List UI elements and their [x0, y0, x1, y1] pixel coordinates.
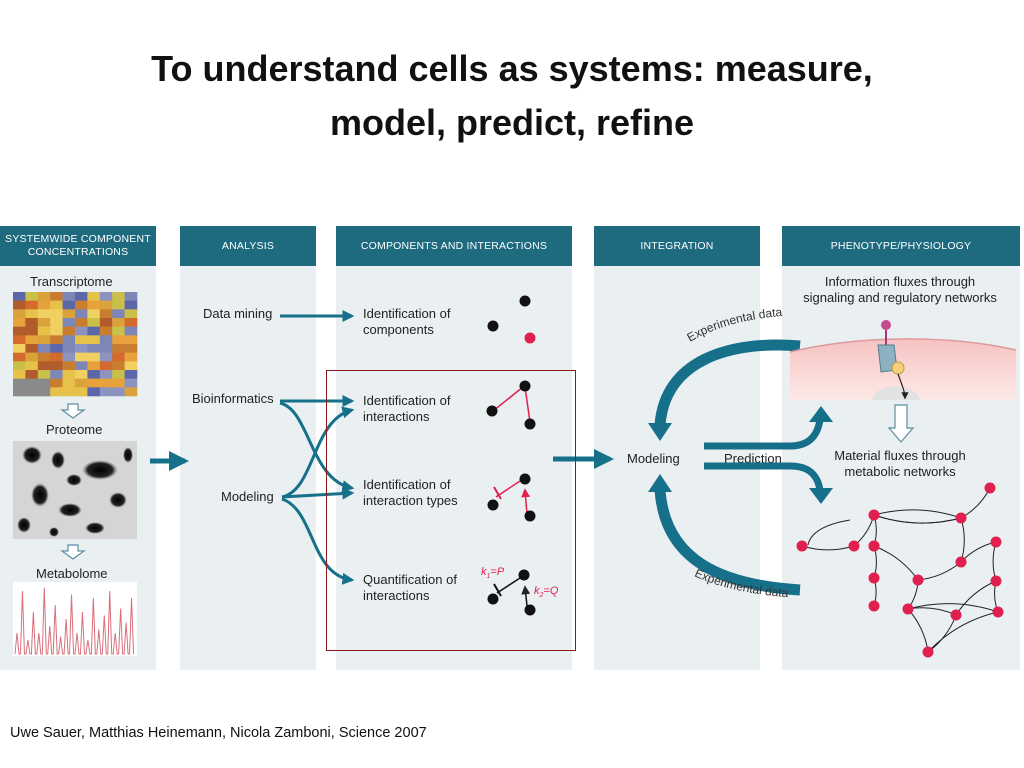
k-p-k: k [481, 566, 487, 578]
metabolome-spectrum [13, 582, 137, 656]
k-p-label: k1=P [481, 566, 505, 580]
k-q-sub: 2 [539, 592, 544, 599]
header-integration: INTEGRATION [594, 226, 760, 266]
highlight-box [326, 370, 576, 651]
information-fluxes-line-2: signaling and regulatory networks [803, 290, 997, 305]
components-panel [336, 226, 572, 670]
material-fluxes-label: Material fluxes through metabolic networ… [790, 448, 1010, 480]
material-fluxes-line-1: Material fluxes through [834, 448, 966, 463]
metabolome-label: Metabolome [36, 566, 108, 581]
experimental-data-top-text: Experimental data [685, 305, 783, 345]
quantification-line-2: interactions [363, 588, 430, 603]
analysis-to-components-arrows [279, 310, 355, 585]
prediction-label: Prediction [724, 451, 782, 466]
experimental-data-top-label: Experimental data [685, 305, 783, 345]
prediction-down-arrowhead [809, 488, 833, 504]
bioinformatics-label: Bioinformatics [192, 391, 274, 406]
svg-text:k1=P: k1=P [481, 566, 505, 580]
transcriptome-to-proteome-arrow [60, 403, 86, 419]
experimental-data-bottom-arrow [648, 474, 801, 596]
header-systemwide-line-1: SYSTEMWIDE COMPONENT [5, 233, 151, 245]
quantification-label: Quantification of interactions [363, 572, 457, 604]
analysis-panel [180, 226, 316, 670]
slide-title-line-2: model, predict, refine [329, 102, 695, 143]
identification-components-label: Identification of components [363, 306, 450, 338]
citation: Uwe Sauer, Matthias Heinemann, Nicola Za… [10, 725, 427, 741]
header-systemwide-line-2: CONCENTRATIONS [27, 246, 129, 258]
svg-text:k2=Q: k2=Q [534, 585, 559, 599]
header-components-label: COMPONENTS AND INTERACTIONS [360, 239, 548, 252]
proteome-gel-image [13, 441, 137, 539]
modeling-integration-label: Modeling [627, 451, 680, 466]
information-fluxes-label: Information fluxes through signaling and… [790, 274, 1010, 306]
info-to-material-arrow [887, 404, 915, 443]
prediction-arrows [704, 419, 824, 491]
component-dots [487, 295, 536, 344]
material-fluxes-line-2: metabolic networks [844, 464, 956, 479]
information-fluxes-line-1: Information fluxes through [824, 274, 976, 289]
k-q-k: k [534, 585, 540, 597]
quantification-glyph [487, 569, 536, 616]
header-analysis: ANALYSIS [180, 226, 316, 266]
data-mining-label: Data mining [203, 306, 273, 321]
cell-membrane-illustration [789, 320, 1017, 400]
k-p-eq: =P [490, 566, 504, 578]
phenotype-panel [782, 226, 1020, 670]
identification-components-line-1: Identification of [363, 306, 451, 321]
identification-interactions-line-1: Identification of [363, 393, 451, 408]
identification-types-line-1: Identification of [363, 477, 451, 492]
identification-types-label: Identification of interaction types [363, 477, 458, 509]
proteome-to-metabolome-arrow [60, 544, 86, 560]
interaction-type-glyph [487, 473, 536, 522]
k-p-sub: 1 [487, 573, 491, 580]
header-components: COMPONENTS AND INTERACTIONS [336, 226, 572, 266]
identification-components-line-2: components [363, 322, 434, 337]
identification-interactions-line-2: interactions [363, 409, 430, 424]
k-q-eq: =Q [543, 585, 558, 597]
slide-title-line-1: To understand cells as systems: measure, [151, 48, 873, 89]
header-systemwide: SYSTEMWIDE COMPONENT CONCENTRATIONS [0, 226, 156, 266]
proteome-label: Proteome [46, 422, 103, 437]
header-integration-label: INTEGRATION [640, 239, 714, 252]
header-analysis-label: ANALYSIS [221, 239, 275, 252]
transcriptome-heatmap [13, 292, 138, 397]
experimental-data-top-arrow [648, 339, 801, 441]
interaction-glyph [486, 380, 536, 430]
k-q-label: k2=Q [534, 585, 559, 599]
identification-types-line-2: interaction types [363, 493, 458, 508]
transcriptome-label: Transcriptome [30, 274, 113, 289]
modeling-analysis-label: Modeling [221, 489, 274, 504]
header-phenotype-label: PHENOTYPE/PHYSIOLOGY [830, 239, 972, 252]
metabolic-network [796, 482, 1004, 658]
identification-interactions-label: Identification of interactions [363, 393, 450, 425]
header-phenotype: PHENOTYPE/PHYSIOLOGY [782, 226, 1020, 266]
prediction-up-arrowhead [809, 406, 833, 422]
slide-title: To understand cells as systems: measure,… [0, 42, 1024, 150]
quantification-line-1: Quantification of [363, 572, 457, 587]
